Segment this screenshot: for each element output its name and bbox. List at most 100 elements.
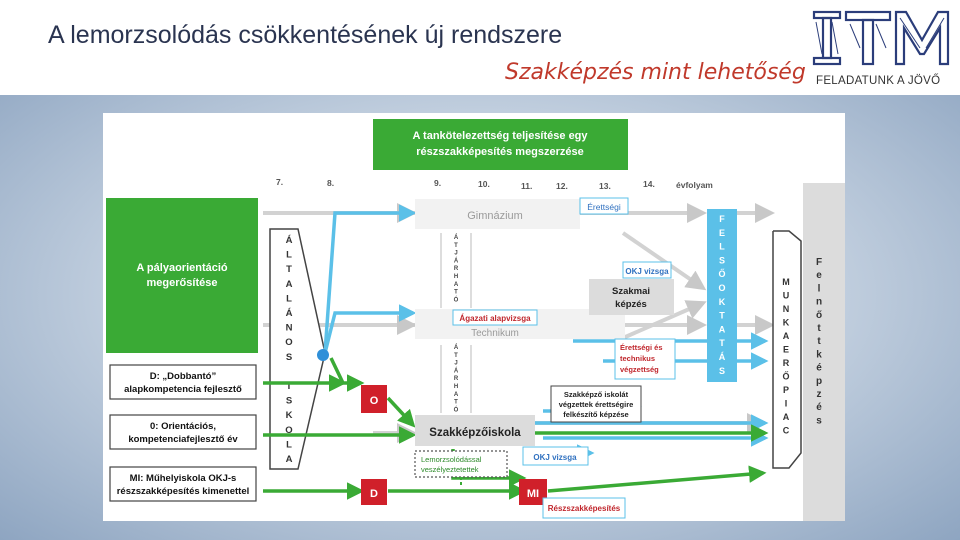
graduates-line3: felkészítő képzése	[563, 410, 628, 419]
technical-school-label: Technikum	[471, 328, 519, 339]
higher-education-letter: Ő	[718, 268, 725, 279]
dobbanto-line2: alapkompetencia fejlesztő	[124, 384, 242, 395]
labour-market-letter: N	[783, 304, 790, 314]
labour-market-chevron	[772, 230, 802, 469]
labour-market-letter: R	[783, 358, 790, 368]
higher-education-letter: S	[719, 366, 725, 376]
vocational-school-label: Szakképzőiskola	[429, 427, 521, 439]
career-orientation-box	[106, 198, 258, 353]
grade-13: 13.	[599, 181, 611, 191]
labour-market-letter: A	[783, 331, 790, 341]
matura-technician-line1: Érettségi és	[620, 343, 663, 352]
labour-market-letter: E	[783, 345, 789, 355]
permeable-upper-letter: A	[454, 282, 459, 288]
adult-education-letter: k	[816, 349, 822, 360]
permeable-lower-letter: Á	[454, 367, 459, 374]
adult-education-letter: t	[817, 323, 821, 334]
permeable-upper-letter: Ó	[454, 295, 459, 303]
node-d-label: D	[370, 488, 378, 500]
top-goal-line1: A tankötelezettség teljesítése egy	[412, 130, 588, 142]
permeable-lower-letter: H	[454, 384, 458, 390]
gymnasium-box	[415, 199, 580, 229]
permeable-upper-letter: T	[454, 290, 458, 296]
dobbanto-line1: D: „Dobbantó”	[150, 371, 217, 382]
branch-point-dot	[317, 349, 329, 361]
higher-education-letter: S	[719, 255, 725, 265]
permeable-upper-letter: Á	[454, 234, 459, 241]
permeable-upper-letter: J	[454, 251, 457, 257]
matura-box	[579, 197, 629, 215]
permeable-lower-letter: T	[454, 353, 458, 359]
general-school-letter: O	[285, 337, 292, 348]
orientation-year-line2: kompetenciafejlesztő év	[128, 434, 238, 445]
matura-technician-box	[614, 338, 676, 380]
higher-education-letter: F	[719, 214, 725, 224]
general-school-letter: O	[285, 425, 292, 436]
general-school-letter: S	[286, 396, 292, 407]
adult-education-letter: l	[818, 283, 821, 294]
matura-label: Érettségi	[587, 202, 621, 212]
header-bar	[0, 0, 960, 95]
higher-education-letter: E	[719, 228, 725, 238]
dropout-risk-box	[414, 450, 508, 478]
higher-education-letter: L	[719, 242, 725, 252]
dropout-risk-line2: veszélyeztetettek	[421, 465, 479, 474]
node-mi	[519, 479, 547, 505]
node-d	[361, 479, 387, 505]
general-school-letter: N	[286, 323, 293, 334]
labour-market-letter: Ő	[782, 371, 789, 382]
adult-education-letter: t	[817, 336, 821, 347]
grade-9: 9.	[434, 178, 441, 188]
workshop-school-line1: MI: Műhelyiskola OKJ-s	[130, 473, 237, 484]
vocational-training-line1: Szakmai	[612, 286, 650, 297]
orientation-year-line1: 0: Orientációs,	[150, 421, 216, 432]
adult-education-letter: é	[816, 402, 822, 413]
graduates-matura-prep-box	[550, 385, 642, 423]
itm-logo	[812, 10, 950, 66]
permeable-lower-letter: T	[454, 400, 458, 406]
adult-education-letter: F	[816, 257, 822, 268]
labour-market-letter: K	[783, 318, 790, 328]
higher-education-letter: T	[719, 338, 725, 348]
vocational-school-box	[415, 415, 535, 446]
higher-education-letter: K	[719, 297, 726, 307]
career-orientation-line2: megerősítése	[147, 277, 218, 289]
general-school-letter: L	[286, 250, 292, 261]
higher-education-letter: A	[719, 324, 726, 334]
general-school-letter: A	[286, 279, 293, 290]
labour-market-letter: C	[783, 426, 790, 436]
career-orientation-line1: A pályaorientáció	[136, 262, 228, 274]
permeable-lower-letter: J	[454, 361, 457, 367]
grade-axis-label: évfolyam	[676, 180, 713, 190]
sector-exam-label: Ágazati alapvizsga	[459, 314, 531, 323]
grade-11: 11.	[521, 181, 532, 191]
permeable-upper-letter: T	[454, 243, 458, 249]
general-school-letter: L	[286, 439, 292, 450]
permeable-upper-letter: H	[454, 274, 458, 280]
graduates-line1: Szakképző iskolát	[564, 390, 629, 399]
workshop-school-line2: részszakképesítés kimenettel	[117, 486, 250, 497]
labour-market-letter: P	[783, 385, 789, 395]
okj-exam-box-top	[622, 261, 672, 279]
dropout-risk-line1: Lemorzsolódással	[421, 455, 482, 464]
labour-market-letter: U	[783, 291, 790, 301]
grade-10: 10.	[478, 179, 490, 189]
higher-education-letter: Á	[719, 352, 726, 362]
matura-technician-line3: végzettség	[620, 365, 659, 374]
graduates-line2: végzettek érettségire	[559, 400, 634, 409]
grade-12: 12.	[556, 181, 568, 191]
general-school-letter: Á	[286, 235, 293, 246]
adult-education-letter: n	[816, 297, 822, 308]
gymnasium-label: Gimnázium	[467, 210, 523, 222]
general-school-letter: I	[288, 381, 291, 392]
left-program-boxes: D: „Dobbantó” alapkompetencia fejlesztő …	[109, 364, 257, 502]
matura-technician-line2: technikus	[620, 354, 655, 363]
permeable-lower-letter: A	[454, 392, 459, 398]
higher-education-letter: T	[719, 311, 725, 321]
labour-market-letter: A	[783, 412, 790, 422]
grade-14: 14.	[643, 179, 655, 189]
node-mi-label: MI	[527, 488, 539, 500]
